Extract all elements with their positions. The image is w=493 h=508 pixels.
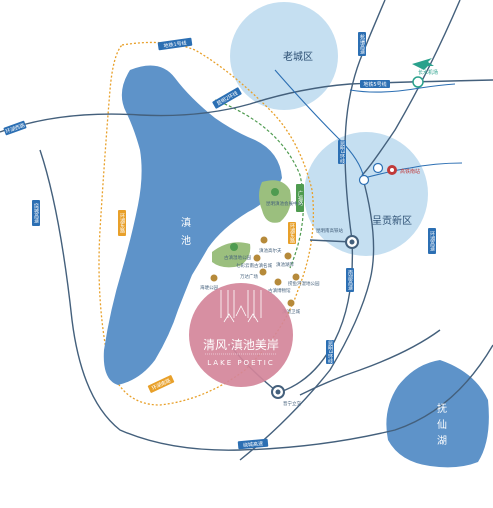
hsr-pin-icon bbox=[387, 165, 397, 175]
airport-label: 长水机场 bbox=[418, 69, 438, 76]
poi-golf: 滇池高尔夫 bbox=[259, 247, 282, 254]
fuxian-label-3: 湖 bbox=[437, 435, 447, 447]
poi-ancient-town: 古滇湿地公园 bbox=[224, 254, 251, 261]
poi-fangcheng: 万达广场 bbox=[240, 273, 258, 280]
road-label-hwy-south: 环湖高速 bbox=[429, 231, 435, 252]
fuxian-lake bbox=[386, 360, 489, 468]
road-label-ring3-north: 昆明3环线 bbox=[327, 340, 333, 364]
road-label-ring-south: 环湖南路 bbox=[151, 377, 172, 392]
old-city-circle bbox=[230, 2, 338, 110]
chenggong-label: 呈贡新区 bbox=[372, 214, 412, 227]
chenggong-circle bbox=[304, 132, 428, 256]
park-ancient bbox=[212, 242, 251, 268]
poi-hospital: 滇池卫城 bbox=[282, 308, 300, 315]
project-subtitle: LAKE POETIC bbox=[207, 359, 274, 367]
road-label-guangfu: 广福路 bbox=[297, 190, 303, 207]
old-city-label: 老城区 bbox=[283, 50, 313, 63]
airport-node bbox=[412, 76, 424, 88]
poi-exhibition: 昆明滇池会展中心 bbox=[266, 200, 302, 207]
dianchi-label-2: 池 bbox=[181, 234, 191, 247]
poi-chenggong-hub: 昆明南高铁站 bbox=[316, 227, 343, 234]
poi-expo: 古滇博物馆 bbox=[268, 287, 291, 294]
poi-district-hub: 晋宁立交 bbox=[283, 400, 301, 407]
hsr-label: 高铁南站 bbox=[400, 168, 420, 175]
airplane-icon bbox=[412, 58, 434, 70]
project-title: 清风·滇池美岸 bbox=[203, 338, 279, 352]
road-labels: 地铁1号线 昆明2环线 环湖西路 绕城高速 环湖东路 广福路 昆明3环线 杭瑞高… bbox=[3, 32, 436, 450]
road-label-hwy-outer: 绕城高速 bbox=[33, 202, 39, 224]
poi-labels: 昆明滇池会展中心 古滇湿地公园 滇池高尔夫 七彩云南古滇名城 滇池湖岸 万达广场… bbox=[200, 200, 343, 407]
road-label-hwy-east: 杭瑞高速 bbox=[359, 33, 365, 55]
green-dashed-line bbox=[214, 99, 304, 269]
road-label-nh-east: 南部高速 bbox=[347, 269, 353, 291]
poi-forest: 捞鱼河湿地公园 bbox=[288, 280, 320, 287]
project-marker: 清风·滇池美岸 LAKE POETIC bbox=[189, 283, 293, 387]
fuxian-label-2: 仙 bbox=[437, 418, 447, 431]
road-label-metro-s: 地铁5号线 bbox=[363, 81, 386, 88]
road-label-ring-west: 环湖东路 bbox=[119, 213, 125, 234]
fuxian-label-1: 抚 bbox=[437, 403, 447, 415]
road-label-metro-n: 地铁1号线 bbox=[163, 39, 187, 49]
road-label-ring-east: 环湖东路 bbox=[289, 223, 295, 244]
dianchi-label-1: 滇 bbox=[181, 216, 191, 229]
poi-dianchi-villa: 滇池湖岸 bbox=[276, 261, 294, 268]
poi-sun-park: 海埂公园 bbox=[200, 284, 218, 291]
poi-cultural: 七彩云南古滇名城 bbox=[236, 262, 272, 269]
road-label-hwy-outer-s: 绕城高速 bbox=[243, 440, 264, 449]
park-wetland bbox=[259, 180, 291, 223]
interchanges bbox=[271, 235, 359, 399]
dianchi-lake bbox=[103, 65, 283, 385]
poi-markers bbox=[210, 188, 300, 307]
project-logo-icon bbox=[220, 290, 262, 323]
metro-stations bbox=[358, 162, 384, 186]
road-label-ring3-east: 昆明3环线 bbox=[339, 140, 345, 164]
metro-lines bbox=[274, 69, 463, 179]
